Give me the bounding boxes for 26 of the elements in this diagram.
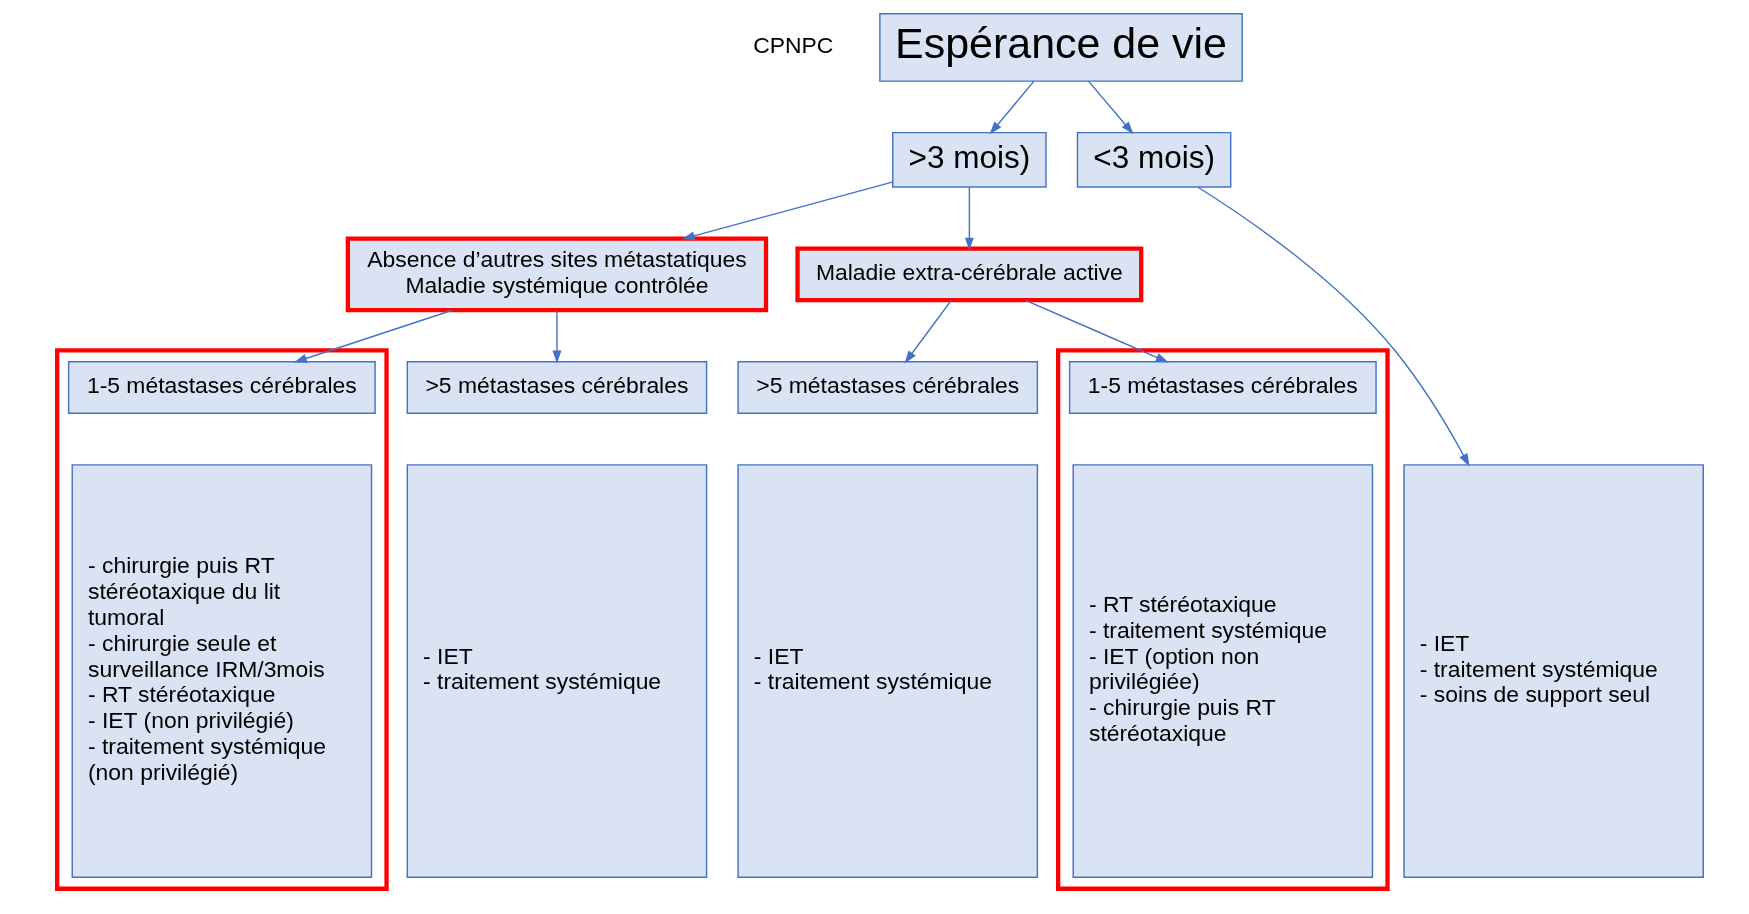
arrow bbox=[1024, 299, 1169, 363]
node-box: - IET - traitement systémique bbox=[406, 464, 708, 878]
node-box: 1-5 métastases cérébrales bbox=[1068, 361, 1377, 415]
arrow bbox=[904, 299, 952, 364]
node-box: >5 métastases cérébrales bbox=[406, 361, 708, 415]
node-box: Espérance de vie bbox=[879, 13, 1243, 82]
arrow bbox=[681, 181, 893, 241]
node-box: - RT stéréotaxique - traitement systémique - IET (option non privilégiée) - chirurgie puis RT stéréotaxique bbox=[1072, 464, 1374, 878]
node-box: 1-5 métastases cérébrales bbox=[67, 361, 376, 415]
node-box: - IET - traitement systémique - soins de support seul bbox=[1403, 464, 1704, 878]
node-box: Absence d’autres sites métastatiques Maladie systémique contrôlée bbox=[345, 236, 769, 313]
node-box: - chirurgie puis RT stéréotaxique du lit tumoral - chirurgie seule et surveillance IRM/3mois - RT stéréotaxique - IET (non privilégié) - traitement systémique (non privilégié) bbox=[71, 464, 373, 878]
cluster bbox=[55, 348, 389, 891]
arrow bbox=[964, 186, 974, 251]
cluster bbox=[1056, 348, 1390, 891]
node-box: <3 mois) bbox=[1076, 131, 1232, 188]
arrow bbox=[552, 310, 562, 364]
node-box: - IET - traitement systémique bbox=[737, 464, 1039, 878]
arrow bbox=[293, 309, 453, 363]
arrow bbox=[1197, 186, 1470, 467]
arrow bbox=[989, 80, 1035, 135]
label: CPNPC bbox=[753, 31, 834, 58]
node-box: >3 mois) bbox=[892, 131, 1047, 188]
arrow bbox=[1087, 80, 1134, 135]
node-box: >5 métastases cérébrales bbox=[737, 361, 1039, 415]
node-box: Maladie extra-cérébrale active bbox=[795, 246, 1144, 303]
